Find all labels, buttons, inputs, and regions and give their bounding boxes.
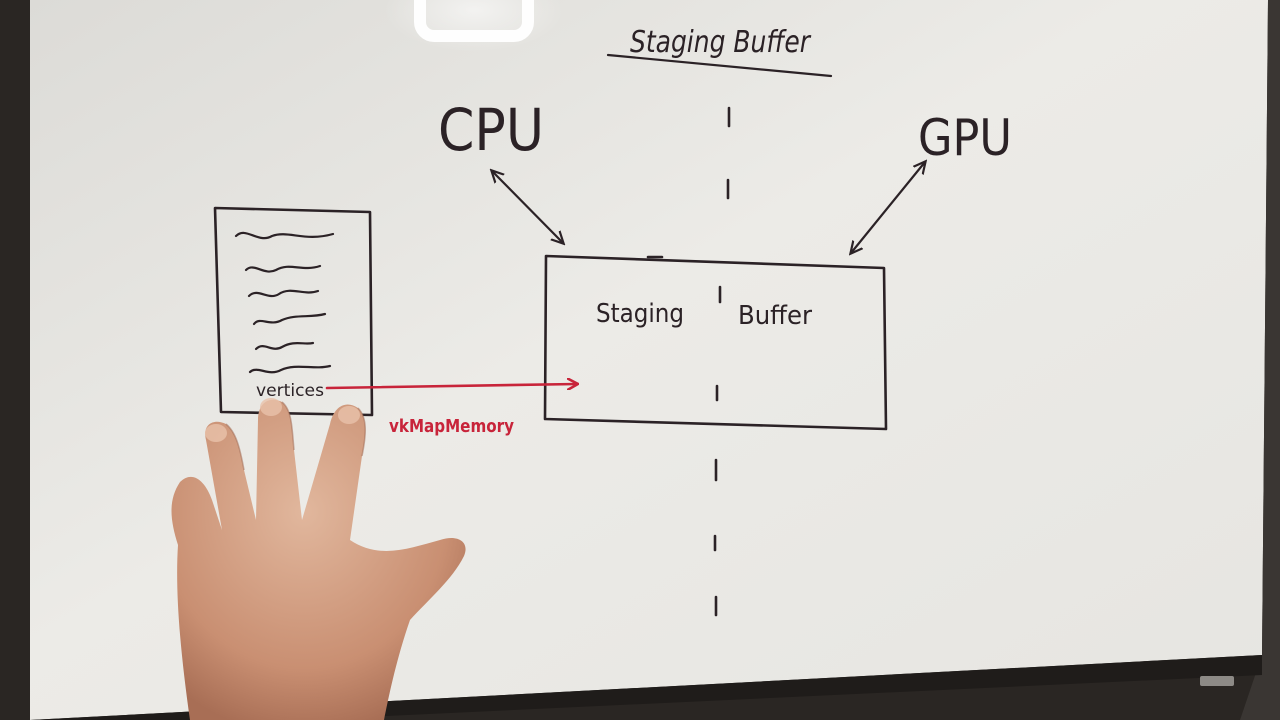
staging-buffer-box bbox=[543, 254, 888, 431]
gpu-buffer-arrow bbox=[851, 162, 925, 253]
vertices-document bbox=[213, 206, 374, 417]
cpu-buffer-arrow bbox=[492, 171, 563, 243]
presenter-hand bbox=[171, 398, 466, 720]
buffer-label-right: Buffer bbox=[738, 301, 812, 331]
gpu-label: GPU bbox=[918, 109, 1012, 167]
buffer-label-left: Staging bbox=[596, 299, 684, 329]
cpu-label: CPU bbox=[438, 96, 544, 164]
vertices-label: vertices bbox=[256, 381, 324, 401]
diagram-title: Staging Buffer bbox=[630, 25, 811, 60]
map-memory-label: vkMapMemory bbox=[389, 416, 514, 437]
cpu-gpu-divider bbox=[713, 106, 731, 617]
document-scribbles bbox=[234, 231, 335, 374]
title-underline bbox=[606, 53, 833, 78]
tray-badge bbox=[1200, 676, 1234, 686]
map-memory-arrow bbox=[325, 384, 577, 388]
